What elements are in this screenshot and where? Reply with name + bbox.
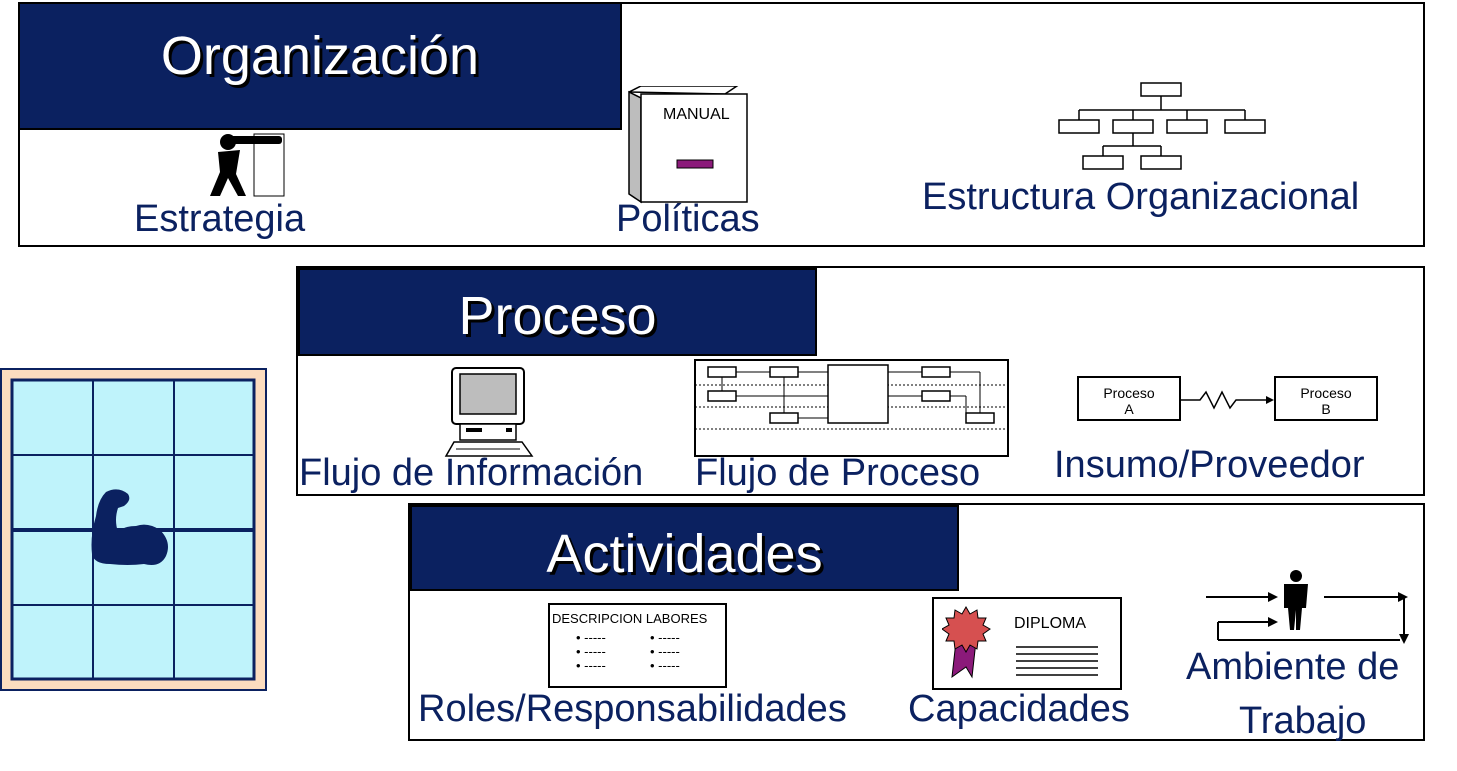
proceso-b-box: Proceso B bbox=[1274, 376, 1378, 421]
flujo-proceso-label: Flujo de Proceso bbox=[695, 452, 981, 494]
person-cycle-icon bbox=[1206, 570, 1409, 644]
bullet-item: • ----- bbox=[576, 644, 606, 659]
bullet-col-2: • ----- • ----- • ----- bbox=[650, 631, 680, 673]
roles-label: Roles/Responsabilidades bbox=[418, 688, 847, 730]
process-flow-icon bbox=[694, 359, 1009, 457]
bullet-col-1: • ----- • ----- • ----- bbox=[576, 631, 606, 673]
actividades-banner: Actividades bbox=[410, 505, 959, 591]
proceso-a-box: Proceso A bbox=[1077, 376, 1181, 421]
estrategia-label: Estrategia bbox=[134, 198, 306, 240]
manual-book-icon: MANUAL bbox=[627, 86, 749, 204]
proceso-a-line1: Proceso bbox=[1103, 385, 1155, 401]
strong-arm-icon bbox=[91, 489, 168, 565]
ambiente-label-1: Ambiente de bbox=[1186, 646, 1400, 688]
proceso-b-line1: Proceso bbox=[1300, 385, 1352, 401]
proceso-title: Proceso bbox=[458, 286, 657, 346]
bullet-item: • ----- bbox=[650, 644, 680, 659]
zigzag-arrow-icon bbox=[1180, 390, 1274, 410]
ambiente-label-2: Trabajo bbox=[1239, 700, 1367, 742]
descripcion-header: DESCRIPCION LABORES bbox=[552, 611, 708, 626]
bullet-item: • ----- bbox=[650, 658, 680, 673]
estructura-label: Estructura Organizacional bbox=[922, 176, 1360, 218]
descripcion-box: DESCRIPCION LABORES • ----- • ----- • --… bbox=[548, 603, 727, 688]
actividades-title: Actividades bbox=[546, 524, 823, 584]
diploma-box: DIPLOMA bbox=[932, 597, 1122, 690]
manual-text: MANUAL bbox=[663, 106, 730, 123]
binoculars-person-icon bbox=[210, 133, 285, 197]
organizacion-banner: Organización bbox=[18, 2, 622, 130]
diploma-seal-icon bbox=[942, 605, 991, 679]
diploma-text: DIPLOMA bbox=[1014, 615, 1087, 632]
bullet-item: • ----- bbox=[576, 658, 606, 673]
proceso-banner: Proceso bbox=[298, 268, 817, 356]
politicas-label: Políticas bbox=[616, 198, 760, 240]
computer-icon bbox=[444, 367, 534, 457]
proceso-b-line2: B bbox=[1321, 401, 1331, 417]
bullet-item: • ----- bbox=[576, 630, 606, 645]
organizacion-title: Organización bbox=[160, 26, 480, 86]
org-chart-icon bbox=[1058, 82, 1266, 170]
flujo-info-label: Flujo de Información bbox=[299, 452, 644, 494]
insumo-label: Insumo/Proveedor bbox=[1054, 444, 1365, 486]
proceso-a-line2: A bbox=[1124, 401, 1134, 417]
capacidades-label: Capacidades bbox=[908, 688, 1130, 730]
bullet-item: • ----- bbox=[650, 630, 680, 645]
diploma-lines bbox=[1016, 646, 1098, 676]
